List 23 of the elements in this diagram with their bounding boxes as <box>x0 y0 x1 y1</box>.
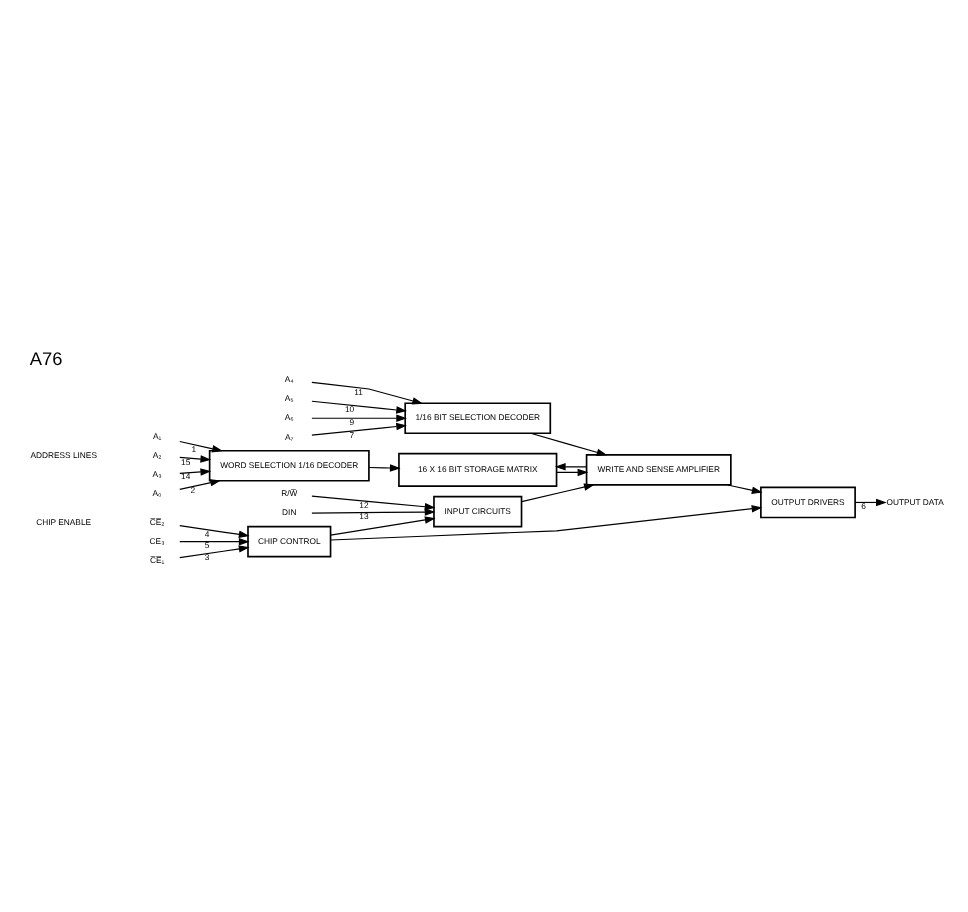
arrow <box>330 504 763 540</box>
arrow <box>368 463 401 471</box>
arrow <box>311 380 424 404</box>
arrow <box>554 462 588 470</box>
diagram-title: A76 <box>29 348 63 369</box>
arrow <box>311 399 407 413</box>
arrow <box>311 507 436 515</box>
arrow <box>311 494 436 510</box>
arrow <box>179 478 221 489</box>
arrow <box>556 467 589 476</box>
arrow <box>311 421 407 435</box>
arrow <box>179 454 212 462</box>
arrow <box>179 524 250 538</box>
arrow <box>179 439 223 452</box>
arrow <box>530 431 608 455</box>
arrow <box>179 536 250 545</box>
arrow <box>311 413 407 421</box>
arrow <box>854 497 887 506</box>
arrow <box>330 515 436 535</box>
arrow <box>521 482 595 502</box>
arrow <box>179 467 212 475</box>
arrow <box>179 544 250 558</box>
arrow <box>727 483 763 493</box>
